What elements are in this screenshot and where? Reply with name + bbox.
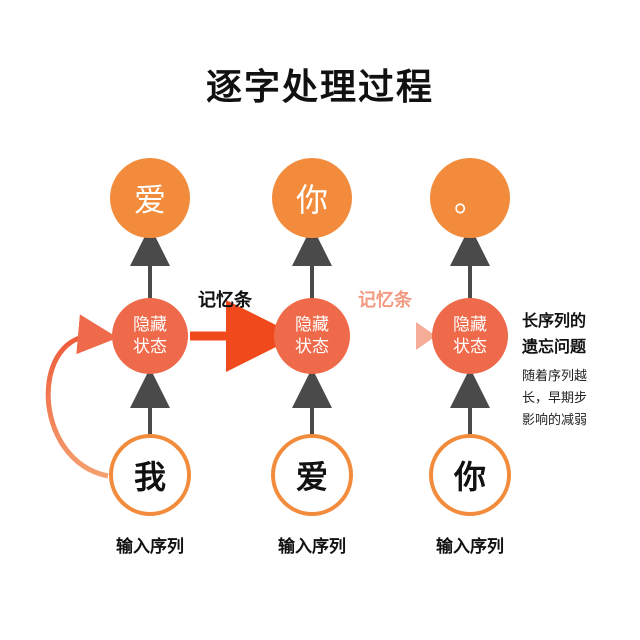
forgetting-note-title: 长序列的 遗忘问题 [522,311,587,356]
input-node-1: 我 [109,434,191,516]
input-node-2: 爱 [271,434,353,516]
output-char-3: 。 [453,181,486,219]
input-caption-1: 输入序列 [116,537,184,557]
hidden-state-label-1: 隐藏 状态 [133,315,167,357]
forgetting-note-body: 随着序列越 长，早期步 影响的减弱 [522,369,588,428]
page-title: 逐字处理过程 [205,67,434,108]
hidden-state-node-3: 隐藏 状态 [432,298,508,374]
input-node-3: 你 [429,434,511,516]
memory-label-faded: 记忆条 [358,290,412,311]
input-char-3: 你 [453,458,486,496]
input-caption-3: 输入序列 [436,537,504,557]
hidden-state-node-1: 隐藏 状态 [112,298,188,374]
hidden-state-label-2: 隐藏 状态 [295,315,329,357]
output-char-2: 你 [295,181,328,219]
input-char-2: 爱 [295,458,328,496]
input-char-1: 我 [133,458,166,496]
output-node-3: 。 [430,158,510,238]
memory-label-strong: 记忆条 [198,290,252,311]
hidden-state-node-2: 隐藏 状态 [274,298,350,374]
output-node-2: 你 [272,158,352,238]
output-node-1: 爱 [110,158,190,238]
input-caption-2: 输入序列 [278,537,346,557]
memory-arrow-faded-head [416,322,436,350]
output-char-1: 爱 [133,181,166,219]
hidden-state-label-3: 隐藏 状态 [453,315,487,357]
memory-curve-arrow [45,314,118,479]
vertical-arrows [130,226,490,436]
